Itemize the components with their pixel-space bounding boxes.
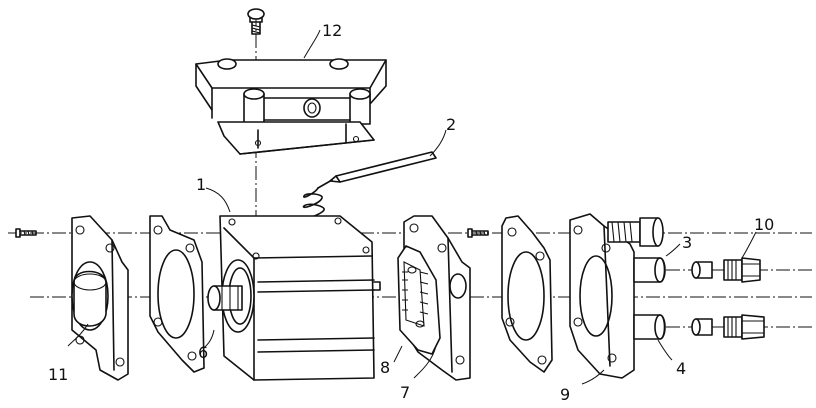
label-7: 7 xyxy=(400,383,410,402)
label-10: 10 xyxy=(754,215,774,234)
port-3 xyxy=(633,257,666,283)
fitting-lower xyxy=(691,314,765,340)
right-gasket xyxy=(501,215,553,373)
stator-block xyxy=(397,245,441,355)
pin xyxy=(329,151,437,183)
fitting-upper xyxy=(691,257,761,283)
left-end-cap xyxy=(71,215,129,381)
label-12: 12 xyxy=(322,21,342,40)
label-8: 8 xyxy=(380,358,390,377)
left-gasket xyxy=(149,215,205,373)
leader-lines xyxy=(67,29,757,385)
left-screw xyxy=(15,228,37,238)
rotor xyxy=(207,285,243,311)
label-4: 4 xyxy=(676,359,686,378)
callout-labels: 12 2 1 3 10 11 6 8 7 9 4 xyxy=(48,21,774,404)
label-9: 9 xyxy=(560,385,570,404)
label-3: 3 xyxy=(682,233,692,252)
label-1: 1 xyxy=(196,175,206,194)
cap-bolt xyxy=(607,217,664,247)
top-bracket xyxy=(195,58,387,155)
main-body xyxy=(219,215,381,381)
label-6: 6 xyxy=(198,343,208,362)
label-11: 11 xyxy=(48,365,68,384)
right-end-cap xyxy=(569,213,635,379)
label-2: 2 xyxy=(446,115,456,134)
top-screw xyxy=(247,8,265,35)
port-4 xyxy=(633,314,666,340)
right-small-screw xyxy=(467,228,489,238)
